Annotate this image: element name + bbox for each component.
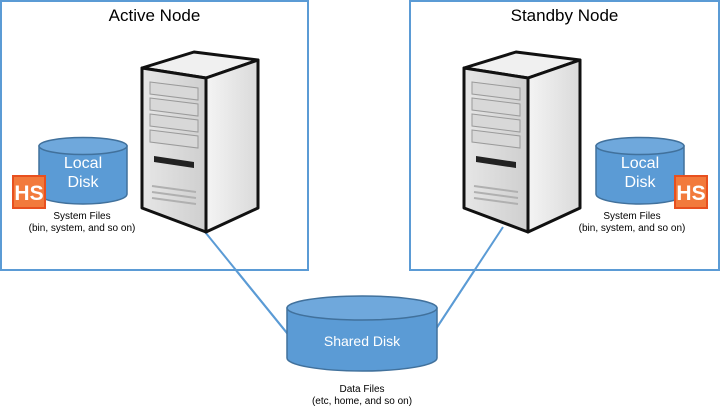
hs-logo-icon: HS [12,175,46,209]
standby-node-title: Standby Node [510,6,619,25]
svg-text:HS: HS [14,182,43,205]
standby-system-files-caption: System Files (bin, system, and so on) [578,211,686,234]
standby-local-disk-label: Local Disk [620,155,660,191]
active-server-icon [140,50,260,234]
active-system-files-caption: System Files (bin, system, and so on) [28,211,136,234]
active-local-disk-icon [38,136,128,205]
svg-text:HS: HS [676,182,705,205]
data-files-caption: Data Files (etc, home, and so on) [311,384,413,407]
standby-server-icon [462,50,582,234]
shared-disk-icon [286,295,438,372]
active-node-title: Active Node [108,6,201,25]
hs-logo-icon: HS [674,175,708,209]
standby-local-disk-icon [595,136,685,205]
standby-node-panel: Standby Node [409,0,720,271]
shared-disk-label: Shared Disk [323,333,401,349]
active-local-disk-label: Local Disk [63,155,103,191]
